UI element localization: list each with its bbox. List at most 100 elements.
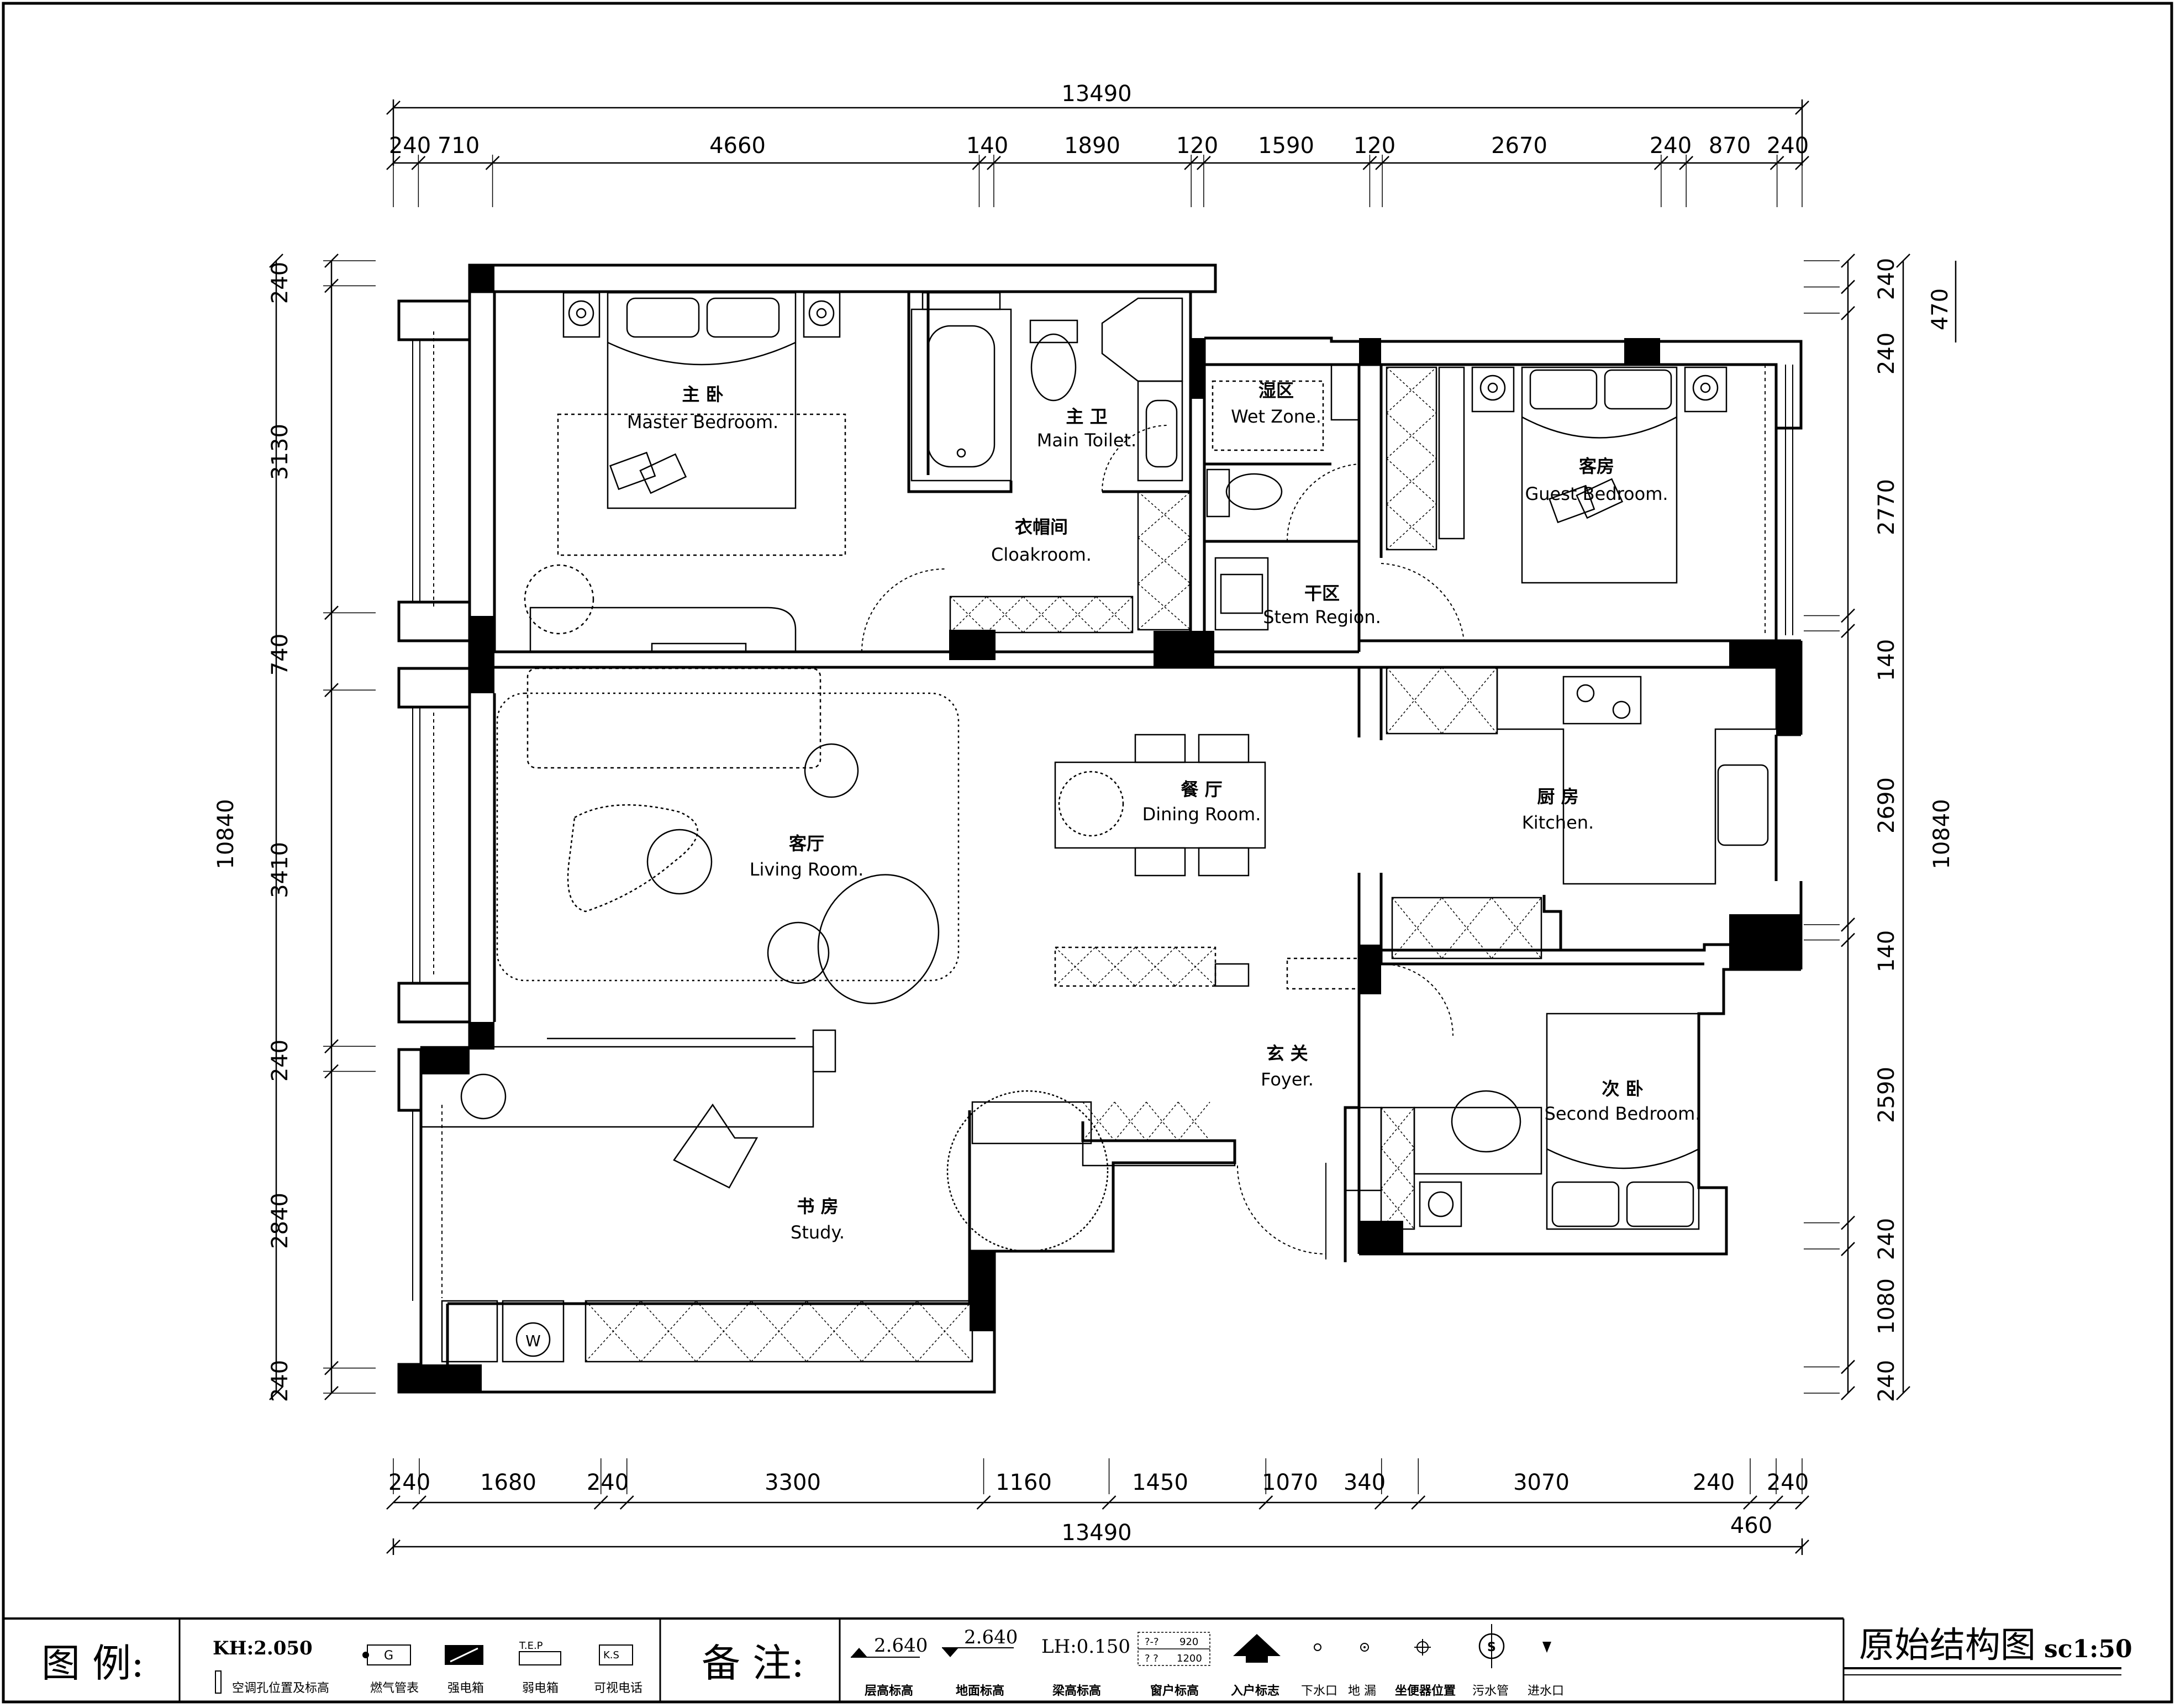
left-dimension-ticks — [323, 254, 376, 1400]
legend-gas-sym: G — [384, 1649, 393, 1663]
entry-label: 入户标志 — [1231, 1684, 1279, 1698]
legend-vp-label: 可视电话 — [594, 1681, 643, 1695]
room-en-kitchen: Kitchen. — [1522, 812, 1594, 833]
dim-right-6: 140 — [1874, 930, 1899, 972]
right-dim-tick — [1841, 1215, 1855, 1230]
dimension-lines — [269, 99, 1957, 1555]
curtains — [433, 331, 1766, 1298]
master-toilet — [1030, 333, 1077, 402]
dim-top-5: 1890 — [1064, 133, 1120, 159]
legend-kh: KH:2.050 — [213, 1637, 313, 1659]
structural-columns — [399, 265, 1801, 1392]
study-desk — [420, 1046, 814, 1128]
dim-bottom-11: 240 — [1767, 1470, 1809, 1495]
cabinet-cross-line — [1023, 596, 1060, 633]
room-en-living-room: Living Room. — [750, 859, 864, 880]
dim-right-2: 240 — [1874, 333, 1899, 375]
room-cn-second-bedroom: 次 卧 — [1602, 1078, 1643, 1099]
floor-level-label: 层高标高 — [865, 1684, 913, 1698]
plan-scale: sc1:50 — [2044, 1635, 2132, 1663]
room-cn-study: 书 房 — [797, 1196, 838, 1217]
dim-right-labels: 240 240 2770 140 2690 140 2590 240 1080 … — [1874, 258, 1899, 1402]
room-en-dining-room: Dining Room. — [1142, 804, 1261, 825]
furniture — [420, 292, 1777, 1363]
cabinet-cross-line — [1137, 583, 1191, 630]
legend-item-video-phone: K.S 可视电话 — [594, 1644, 643, 1695]
cabinet-cross-line — [917, 1300, 973, 1362]
bottom-dimension-ticks — [386, 1458, 1809, 1510]
room-cn-master-bedroom: 主 卧 — [682, 384, 723, 405]
room-cn-main-toilet: 主 卫 — [1066, 406, 1107, 427]
dim-top-4: 140 — [966, 133, 1008, 159]
dim-top-12: 240 — [1767, 133, 1809, 159]
dim-top-2: 710 — [438, 133, 480, 159]
dim-top-10: 240 — [1650, 133, 1692, 159]
window-label: 窗户标高 — [1150, 1684, 1199, 1698]
cabinet-cross-line — [1177, 1101, 1210, 1141]
dim-bottom-1: 240 — [388, 1470, 430, 1495]
room-cn-wet-zone: 湿区 — [1258, 380, 1294, 401]
legend-title: 图 例: — [41, 1641, 144, 1686]
dim-top-8: 120 — [1354, 133, 1395, 159]
right-dimension-ticks — [1804, 254, 1855, 1400]
cabinet-cross-line — [1386, 667, 1442, 734]
dim-left-2: 3130 — [267, 424, 293, 480]
sewage-sym: S — [1487, 1641, 1496, 1654]
cabinet-cross-line — [1441, 667, 1498, 734]
room-cn-cloakroom: 衣帽间 — [1015, 516, 1068, 537]
bottom-dim-tick — [1795, 1495, 1809, 1510]
cabinet-cross-line — [1094, 947, 1136, 987]
cabinet-cross-line — [585, 1300, 641, 1362]
entry-arrow-icon — [1233, 1634, 1281, 1663]
legend-vp-sym: K.S — [603, 1649, 619, 1661]
cabinet-cross-line — [1114, 1101, 1147, 1141]
cabinet-cross-line — [751, 1300, 807, 1362]
right-dim-tick — [1841, 306, 1855, 320]
cabinet-cross-line — [1146, 1101, 1179, 1141]
bottom-dim-tick — [619, 1495, 634, 1510]
cabinet-cross-line — [1177, 1101, 1210, 1141]
dim-bottom-10: 240 — [1693, 1470, 1735, 1495]
bottom-dim-tick — [1769, 1495, 1783, 1510]
bottom-dim-tick — [412, 1495, 426, 1510]
dim-bottom-9: 3070 — [1513, 1470, 1570, 1495]
cabinet-cross-line — [640, 1300, 697, 1362]
floor-drain-label: 地 漏 — [1348, 1684, 1376, 1698]
cabinet-cross-line — [1146, 1101, 1179, 1141]
room-cn-stem-region: 干区 — [1304, 583, 1340, 604]
room-cn-kitchen: 厨 房 — [1537, 786, 1578, 807]
weak-box-icon — [519, 1651, 561, 1665]
cabinet-cross-line — [1023, 596, 1060, 633]
room-en-stem-region: Stem Region. — [1263, 607, 1381, 628]
legend-weak-sym: T.E.P — [519, 1640, 543, 1652]
dim-right-9: 1080 — [1874, 1278, 1899, 1335]
washer-mark: W — [525, 1332, 541, 1350]
legend-item-strong-box: 强电箱 — [445, 1645, 484, 1695]
window-value-4: 1200 — [1177, 1653, 1202, 1664]
cabinet-cross-line — [1059, 596, 1097, 633]
living-sofa — [526, 667, 821, 769]
dim-top-6: 120 — [1176, 133, 1218, 159]
dim-bottom-labels: 240 1680 240 3300 1160 1450 1070 340 307… — [388, 1470, 1809, 1495]
room-en-cloakroom: Cloakroom. — [991, 544, 1092, 565]
cabinet-cross-line — [1137, 491, 1191, 538]
drain-icon — [1314, 1643, 1321, 1651]
bottom-dim-tick — [1374, 1495, 1389, 1510]
cabinet-cross-line — [1386, 667, 1442, 734]
cabinet-cross-line — [986, 596, 1024, 633]
dim-bottom-7: 1070 — [1262, 1470, 1318, 1495]
master-bed — [607, 292, 797, 509]
dim-left-1: 240 — [267, 262, 293, 304]
ac-hole-icon — [215, 1670, 222, 1694]
cabinet-cross-line — [806, 1300, 862, 1362]
dim-left-7: 240 — [267, 1360, 293, 1402]
dim-right-4: 140 — [1874, 639, 1899, 681]
dim-left-labels: 240 3130 740 3410 240 2840 240 — [267, 262, 293, 1402]
cabinet-cross-line — [986, 596, 1024, 633]
right-dim-tick — [1841, 624, 1855, 639]
dim-right-extra: 470 — [1928, 288, 1953, 330]
beam-label: 梁高标高 — [1052, 1684, 1101, 1698]
legend-bar — [3, 1617, 2121, 1702]
